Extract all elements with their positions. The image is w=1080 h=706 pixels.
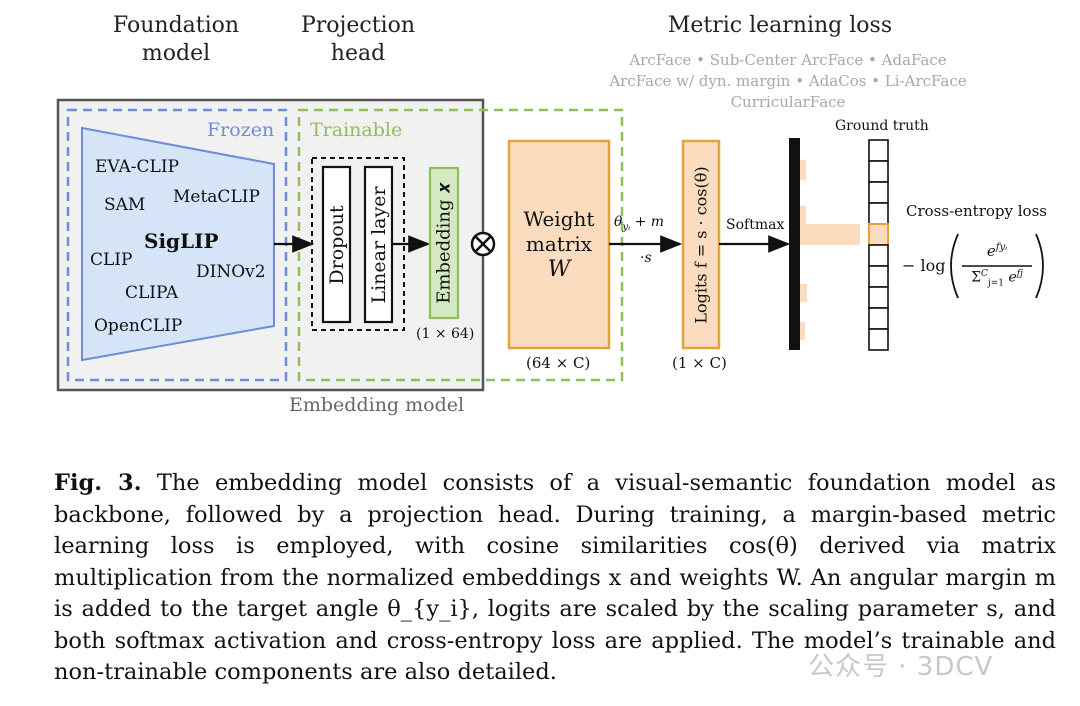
softmax-prob-3 bbox=[800, 284, 807, 302]
matmul-cross-b bbox=[474, 235, 492, 253]
softmax-label: Softmax bbox=[726, 217, 785, 233]
ce-den-sigma: Σ bbox=[971, 269, 982, 286]
scale-label: ·s bbox=[640, 250, 652, 266]
header-foundation-line1: Foundation bbox=[112, 13, 240, 38]
ground-truth-vector bbox=[868, 139, 889, 351]
margin-plus-m: + m bbox=[634, 214, 665, 230]
caption-label: Fig. 3. bbox=[54, 470, 142, 496]
backbone-siglip: SigLIP bbox=[144, 229, 219, 253]
ce-neg-log: − log bbox=[902, 256, 946, 275]
backbone-sam: SAM bbox=[104, 195, 146, 215]
embedding-dim-label: (1 × 64) bbox=[416, 326, 475, 342]
margin-subscript: yᵢ bbox=[622, 221, 631, 233]
weight-matrix-line3: W bbox=[547, 257, 571, 282]
ce-den-sup: C bbox=[981, 269, 988, 279]
header-metric-learning-loss: Metric learning loss bbox=[667, 13, 893, 38]
ce-right-paren bbox=[1035, 233, 1044, 299]
dropout-label: Dropout bbox=[325, 204, 348, 285]
embedding-label-box: Embedding 𝒙 bbox=[430, 168, 458, 318]
ce-title: Cross-entropy loss bbox=[906, 202, 1047, 220]
softmax-prob-1 bbox=[800, 160, 806, 180]
margin-theta: θ bbox=[614, 214, 623, 230]
backbone-clipa: CLIPA bbox=[125, 283, 179, 303]
backbone-dinov2: DINOv2 bbox=[196, 262, 266, 282]
weight-matrix-block bbox=[507, 139, 611, 350]
gt-cell bbox=[868, 202, 889, 225]
ground-truth-label: Ground truth bbox=[835, 118, 929, 134]
logits-label-box: Logits f = s · cos(θ) bbox=[683, 141, 719, 348]
logits-dim-label: (1 × C) bbox=[672, 354, 727, 372]
ce-num-sup: fyᵢ bbox=[995, 242, 1008, 253]
header-projection-head: Projection head bbox=[278, 12, 438, 68]
gt-cell bbox=[868, 328, 889, 351]
weight-matrix-line1: Weight bbox=[523, 207, 595, 231]
loss-variants-line1: ArcFace • Sub-Center ArcFace • AdaFace bbox=[629, 51, 947, 69]
loss-variants: ArcFace • Sub-Center ArcFace • AdaFace A… bbox=[578, 50, 998, 113]
backbone-metaclip: MetaCLIP bbox=[173, 187, 260, 207]
ce-den-e-sup: fj bbox=[1016, 269, 1023, 279]
caption-text: The embedding model consists of a visual… bbox=[54, 470, 1056, 685]
embedding-label: Embedding 𝒙 bbox=[433, 182, 455, 304]
embedding-block bbox=[428, 166, 460, 320]
backbone-eva-clip: EVA-CLIP bbox=[95, 157, 180, 177]
dropout-label-box: Dropout bbox=[323, 167, 350, 322]
gt-cell-target bbox=[868, 223, 889, 246]
watermark: 公众号 · 3DCV bbox=[808, 652, 994, 682]
projection-head-box bbox=[311, 157, 405, 331]
gt-cell bbox=[868, 265, 889, 288]
softmax-prob-4 bbox=[800, 322, 805, 340]
gt-cell bbox=[868, 160, 889, 183]
loss-variants-line2: ArcFace w/ dyn. margin • AdaCos • Li-Arc… bbox=[609, 72, 967, 90]
ce-denominator: ΣCj=1 efj bbox=[962, 269, 1032, 288]
loss-variants-line3: CurricularFace bbox=[730, 93, 846, 111]
weight-dim-label: (64 × C) bbox=[526, 354, 591, 372]
gt-cell bbox=[868, 181, 889, 204]
header-foundation-line2: model bbox=[141, 41, 211, 66]
softmax-prob-target bbox=[800, 224, 860, 245]
backbone-trapezoid bbox=[81, 126, 275, 362]
logits-block bbox=[681, 139, 721, 350]
gt-cell bbox=[868, 139, 889, 162]
backbone-openclip: OpenCLIP bbox=[94, 316, 183, 336]
weight-matrix-line2: matrix bbox=[525, 232, 593, 256]
header-foundation-model: Foundation model bbox=[96, 12, 256, 68]
softmax-output-bar bbox=[789, 138, 800, 350]
ce-numerator: efyᵢ bbox=[962, 242, 1032, 260]
backbone-clip: CLIP bbox=[90, 250, 133, 270]
gt-cell bbox=[868, 244, 889, 267]
ce-den-e: e bbox=[1008, 269, 1017, 286]
gt-cell bbox=[868, 307, 889, 330]
ce-den-sub: j=1 bbox=[987, 278, 1004, 289]
logits-label: Logits f = s · cos(θ) bbox=[691, 165, 711, 324]
ce-num-e: e bbox=[986, 242, 996, 260]
softmax-prob-2 bbox=[800, 206, 806, 224]
figure-caption: Fig. 3. The embedding model consists of … bbox=[54, 468, 1056, 689]
gt-cell bbox=[868, 286, 889, 309]
weight-matrix-text: Weight matrix W bbox=[509, 207, 609, 282]
dropout-block bbox=[321, 165, 352, 324]
linear-layer-label-box: Linear layer bbox=[365, 167, 392, 322]
diagram-canvas bbox=[56, 98, 1044, 392]
ce-left-paren bbox=[950, 233, 959, 299]
linear-layer-label: Linear layer bbox=[367, 185, 390, 304]
frozen-label: Frozen bbox=[207, 119, 275, 141]
embedding-model-label: Embedding model bbox=[289, 394, 465, 416]
margin-label: θyᵢ + m bbox=[614, 214, 664, 233]
header-projection-line1: Projection bbox=[300, 13, 416, 38]
trainable-label: Trainable bbox=[310, 119, 403, 141]
header-projection-line2: head bbox=[330, 41, 386, 66]
